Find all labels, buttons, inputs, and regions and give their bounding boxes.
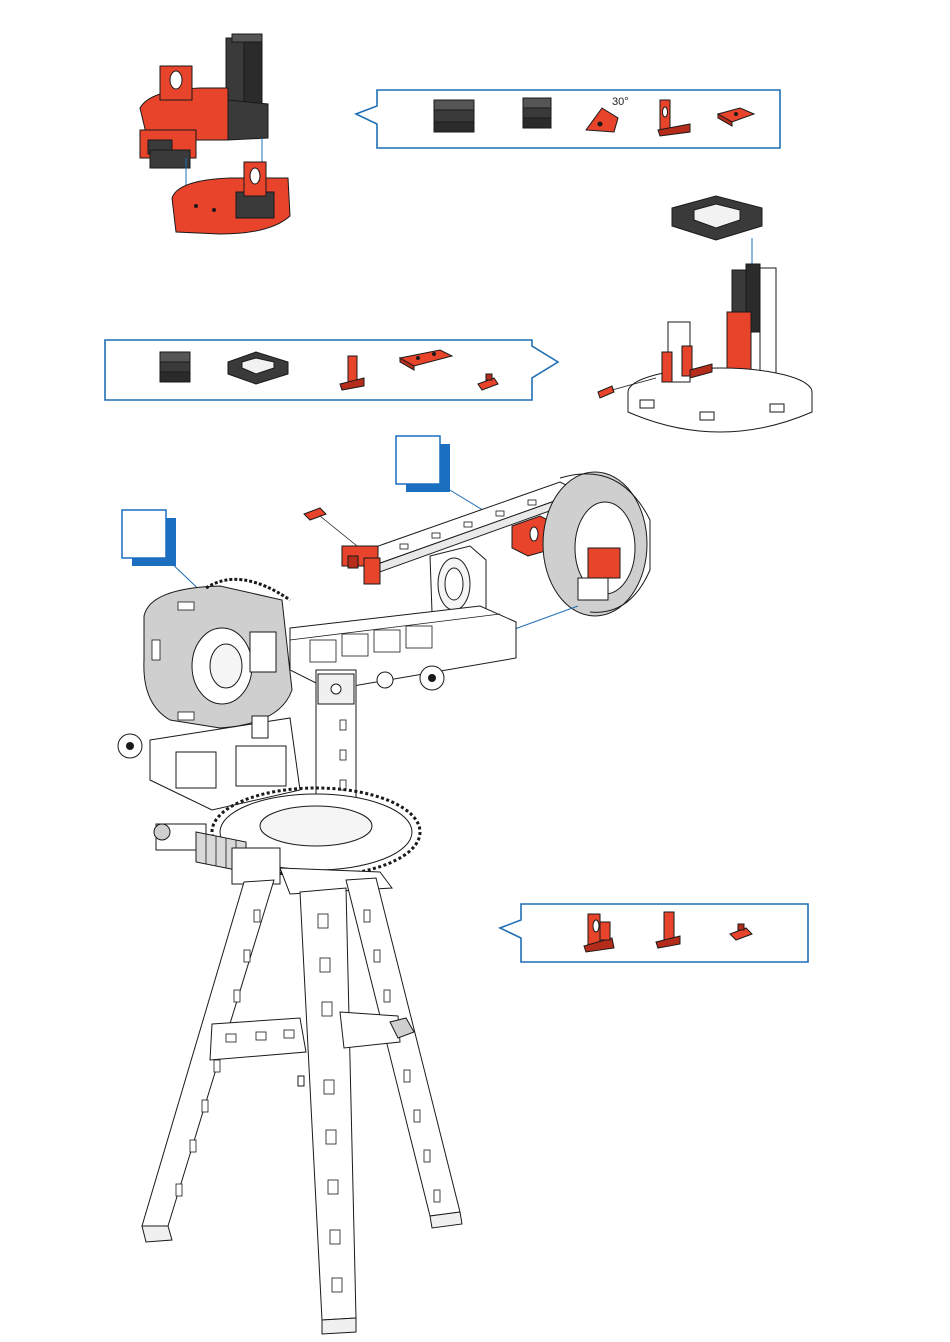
black-building-block-15-icon [160, 352, 190, 382]
angle-label: 30° [612, 96, 629, 108]
tripod-icon [142, 878, 462, 1334]
parts-callout-1: 30° [356, 90, 780, 148]
black-building-block-15-icon [523, 98, 551, 128]
telescope-model-icon [118, 436, 650, 894]
parts-callout-3 [500, 904, 808, 962]
step-label-left [122, 510, 176, 566]
black-building-block-30-icon [434, 100, 474, 132]
parts-callout-2 [105, 340, 558, 400]
ring-segment-assembly-icon [140, 34, 290, 234]
tower-assembly-icon [598, 196, 812, 432]
step-label-right [396, 436, 450, 492]
